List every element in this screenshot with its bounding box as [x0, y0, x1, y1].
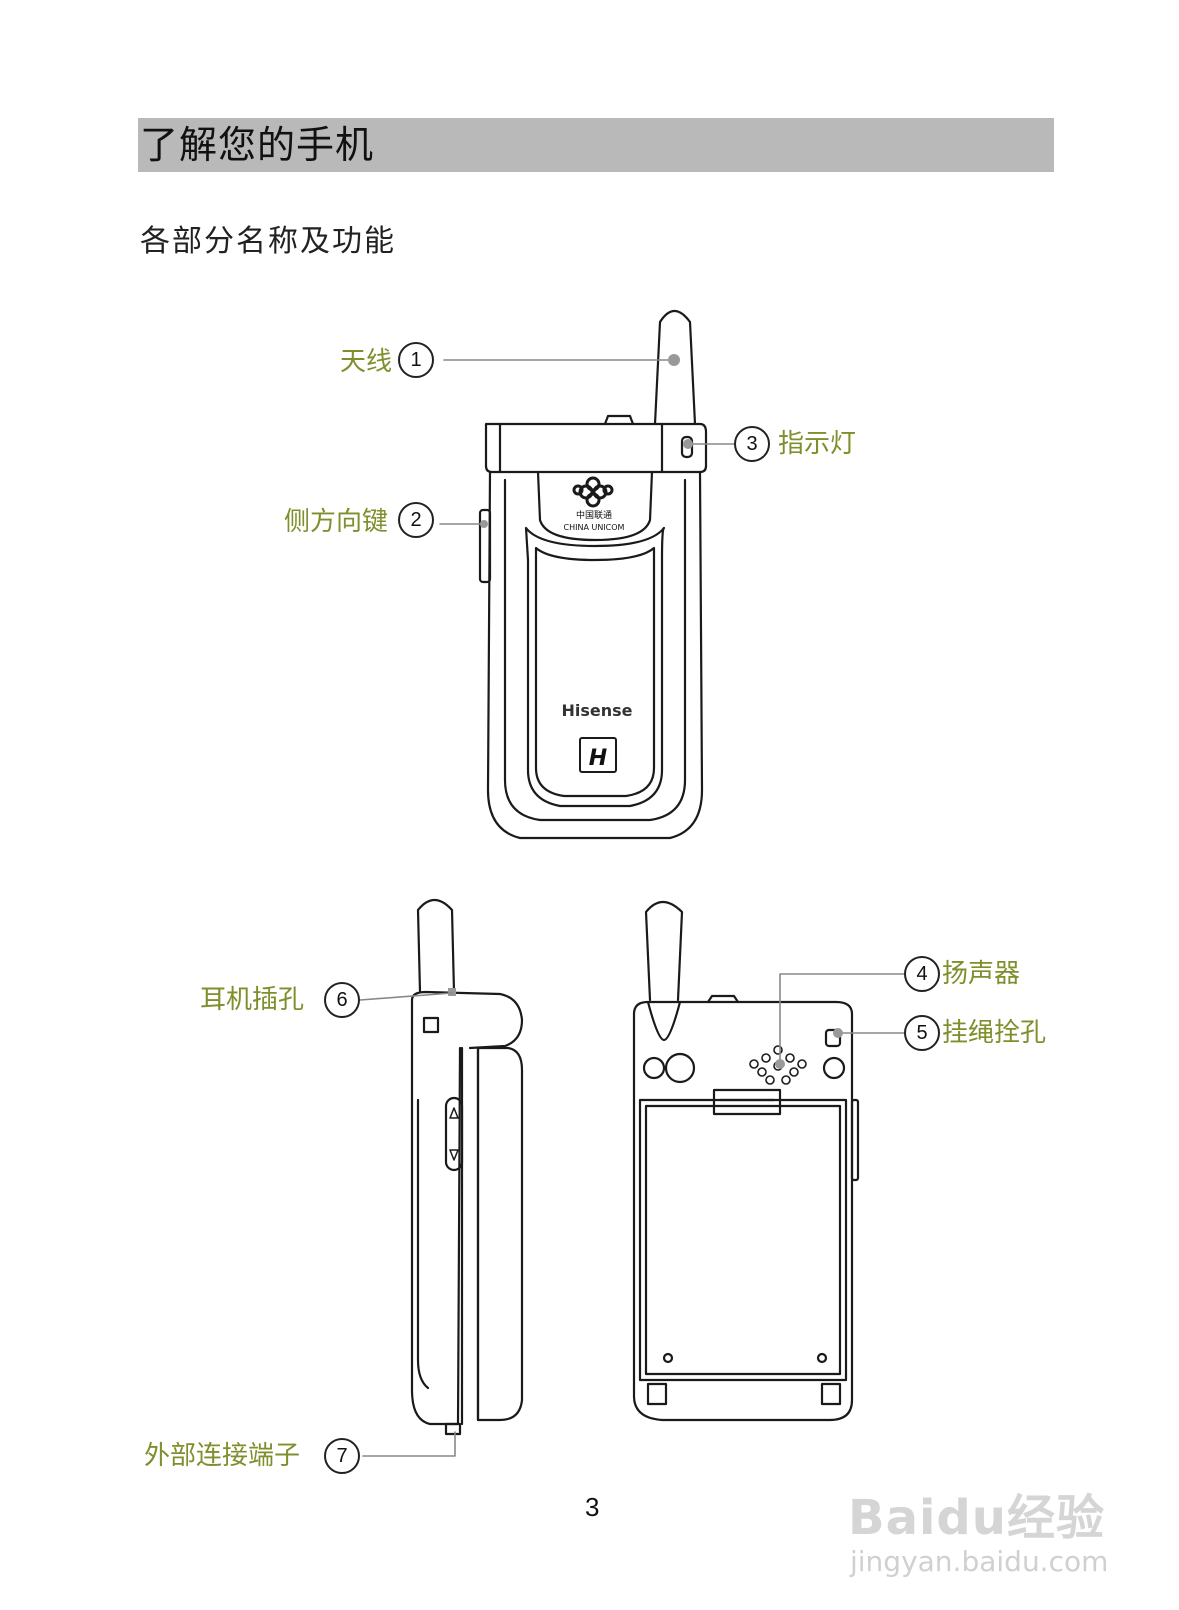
leader-lines	[359, 359, 906, 1457]
callout-number-4: 4	[904, 956, 940, 992]
brand-badge-letter: H	[589, 746, 607, 771]
speaker-grille	[749, 1045, 807, 1085]
label-speaker: 扬声器	[942, 959, 1021, 989]
watermark-url: jingyan.baidu.com	[850, 1545, 1109, 1578]
front-body-outline	[486, 470, 704, 840]
label-earphone-jack: 耳机插孔	[200, 985, 305, 1015]
callout-number-1: 1	[398, 342, 434, 378]
back-view-phone	[632, 900, 860, 1422]
subtitle: 各部分名称及功能	[140, 224, 396, 259]
front-view-phone	[478, 309, 708, 840]
label-antenna: 天线	[340, 347, 393, 377]
brand-badge-frame	[579, 737, 617, 773]
callout-number-6: 6	[324, 982, 360, 1018]
callout-number-2: 2	[398, 502, 434, 538]
operator-logo-icon	[572, 476, 614, 508]
callout-number-5: 5	[904, 1015, 940, 1051]
brand-text: Hisense	[561, 701, 632, 720]
antenna-top	[653, 309, 697, 426]
label-indicator-light: 指示灯	[778, 429, 857, 459]
watermark-logo: Baidu经验	[848, 1490, 1105, 1546]
label-strap-hole: 挂绳拴孔	[942, 1018, 1047, 1048]
label-side-key: 侧方向键	[284, 507, 389, 537]
external-connector	[444, 1422, 462, 1436]
strap-hole	[824, 1028, 842, 1048]
page-number: 3	[585, 1492, 600, 1522]
operator-logo-text: 中国联通	[576, 509, 612, 521]
section-title: 了解您的手机	[140, 123, 375, 167]
label-external-connector: 外部连接端子	[144, 1441, 301, 1471]
side-view-phone	[410, 898, 524, 1436]
side-key	[478, 508, 492, 584]
callout-number-3: 3	[734, 426, 770, 462]
section-header-bar	[138, 118, 1054, 172]
operator-logo-text-en: CHINA UNICOM	[564, 523, 625, 532]
callout-number-7: 7	[324, 1438, 360, 1474]
